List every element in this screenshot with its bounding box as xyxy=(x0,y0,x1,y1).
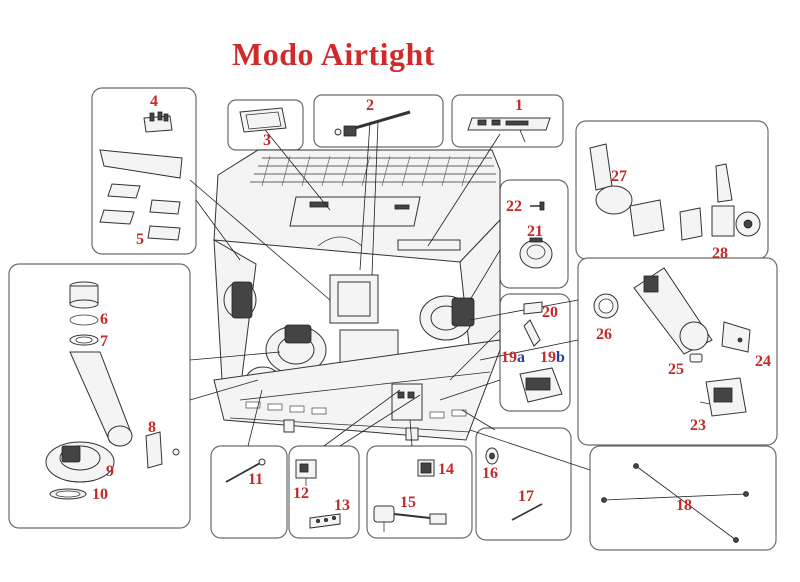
label-19b: 19b xyxy=(540,349,565,366)
part-20-fuses xyxy=(523,301,543,347)
label-22: 22 xyxy=(506,198,522,215)
label-24: 24 xyxy=(755,353,771,370)
part-11-probe xyxy=(225,458,266,483)
label-11: 11 xyxy=(248,471,263,488)
part-15-igniter-cartridge xyxy=(373,505,447,532)
label-13: 13 xyxy=(334,497,350,514)
callout-box-16-17 xyxy=(475,427,572,541)
part-7-gasket xyxy=(69,334,99,346)
part-8-plate xyxy=(145,431,180,469)
part-3-panel xyxy=(239,107,287,133)
label-21: 21 xyxy=(527,223,543,240)
part-18-wire-harness xyxy=(601,463,749,543)
label-14: 14 xyxy=(438,461,454,478)
auger-motor-assembly xyxy=(633,267,713,355)
label-1: 1 xyxy=(515,97,523,114)
label-9: 9 xyxy=(106,463,114,480)
part-1-control-panel xyxy=(467,117,551,143)
part-19-control-board xyxy=(519,367,563,403)
label-28: 28 xyxy=(712,245,728,262)
label-23: 23 xyxy=(690,417,706,434)
label-17: 17 xyxy=(518,488,534,505)
diagram-title: Modo Airtight xyxy=(232,36,435,72)
label-15: 15 xyxy=(400,494,416,511)
part-10-gasket xyxy=(49,488,87,500)
part-6-exhaust-collar xyxy=(69,281,99,326)
label-19a-number: 19 xyxy=(501,349,517,366)
part-5-brackets xyxy=(99,149,183,241)
label-19a: 19a xyxy=(501,349,525,366)
part-14-switch xyxy=(417,459,435,477)
label-8: 8 xyxy=(148,419,156,436)
label-3: 3 xyxy=(263,132,271,149)
label-25: 25 xyxy=(668,361,684,378)
label-10: 10 xyxy=(92,486,108,503)
part-13-terminal-strip xyxy=(309,513,341,529)
part-16-grommet xyxy=(485,447,499,465)
label-20: 20 xyxy=(542,304,558,321)
label-5: 5 xyxy=(136,231,144,248)
label-19b-number: 19 xyxy=(540,349,556,366)
label-16: 16 xyxy=(482,465,498,482)
part-28-blower xyxy=(679,163,761,241)
part-22-screw xyxy=(530,201,545,211)
label-26: 26 xyxy=(596,326,612,343)
stove-assembly xyxy=(213,149,501,441)
label-6: 6 xyxy=(100,311,108,328)
part-2-igniter xyxy=(334,110,411,137)
callout-box-18 xyxy=(589,445,777,551)
exhaust-pipe xyxy=(69,351,133,447)
label-4: 4 xyxy=(150,93,158,110)
label-18: 18 xyxy=(676,497,692,514)
part-9-combustion-blower xyxy=(45,441,115,483)
part-27-convection-blower xyxy=(589,143,665,237)
part-26-ring xyxy=(593,293,619,319)
part-4-switch xyxy=(143,111,173,133)
part-23-gear-motor xyxy=(699,377,747,417)
label-27: 27 xyxy=(611,168,627,185)
part-17-rod xyxy=(511,503,543,521)
label-12: 12 xyxy=(293,485,309,502)
label-7: 7 xyxy=(100,333,108,350)
part-21-thermostat-disc xyxy=(519,237,553,269)
label-19a-suffix: a xyxy=(517,349,525,366)
part-12-sensor xyxy=(295,459,317,486)
label-2: 2 xyxy=(366,97,374,114)
label-19b-suffix: b xyxy=(556,349,565,366)
callout-box-11 xyxy=(210,445,288,539)
part-24-bracket xyxy=(721,321,751,353)
part-labels: 1 2 3 4 5 6 7 8 9 10 11 12 13 14 15 16 1… xyxy=(92,93,771,514)
part-25-clip xyxy=(689,353,703,363)
